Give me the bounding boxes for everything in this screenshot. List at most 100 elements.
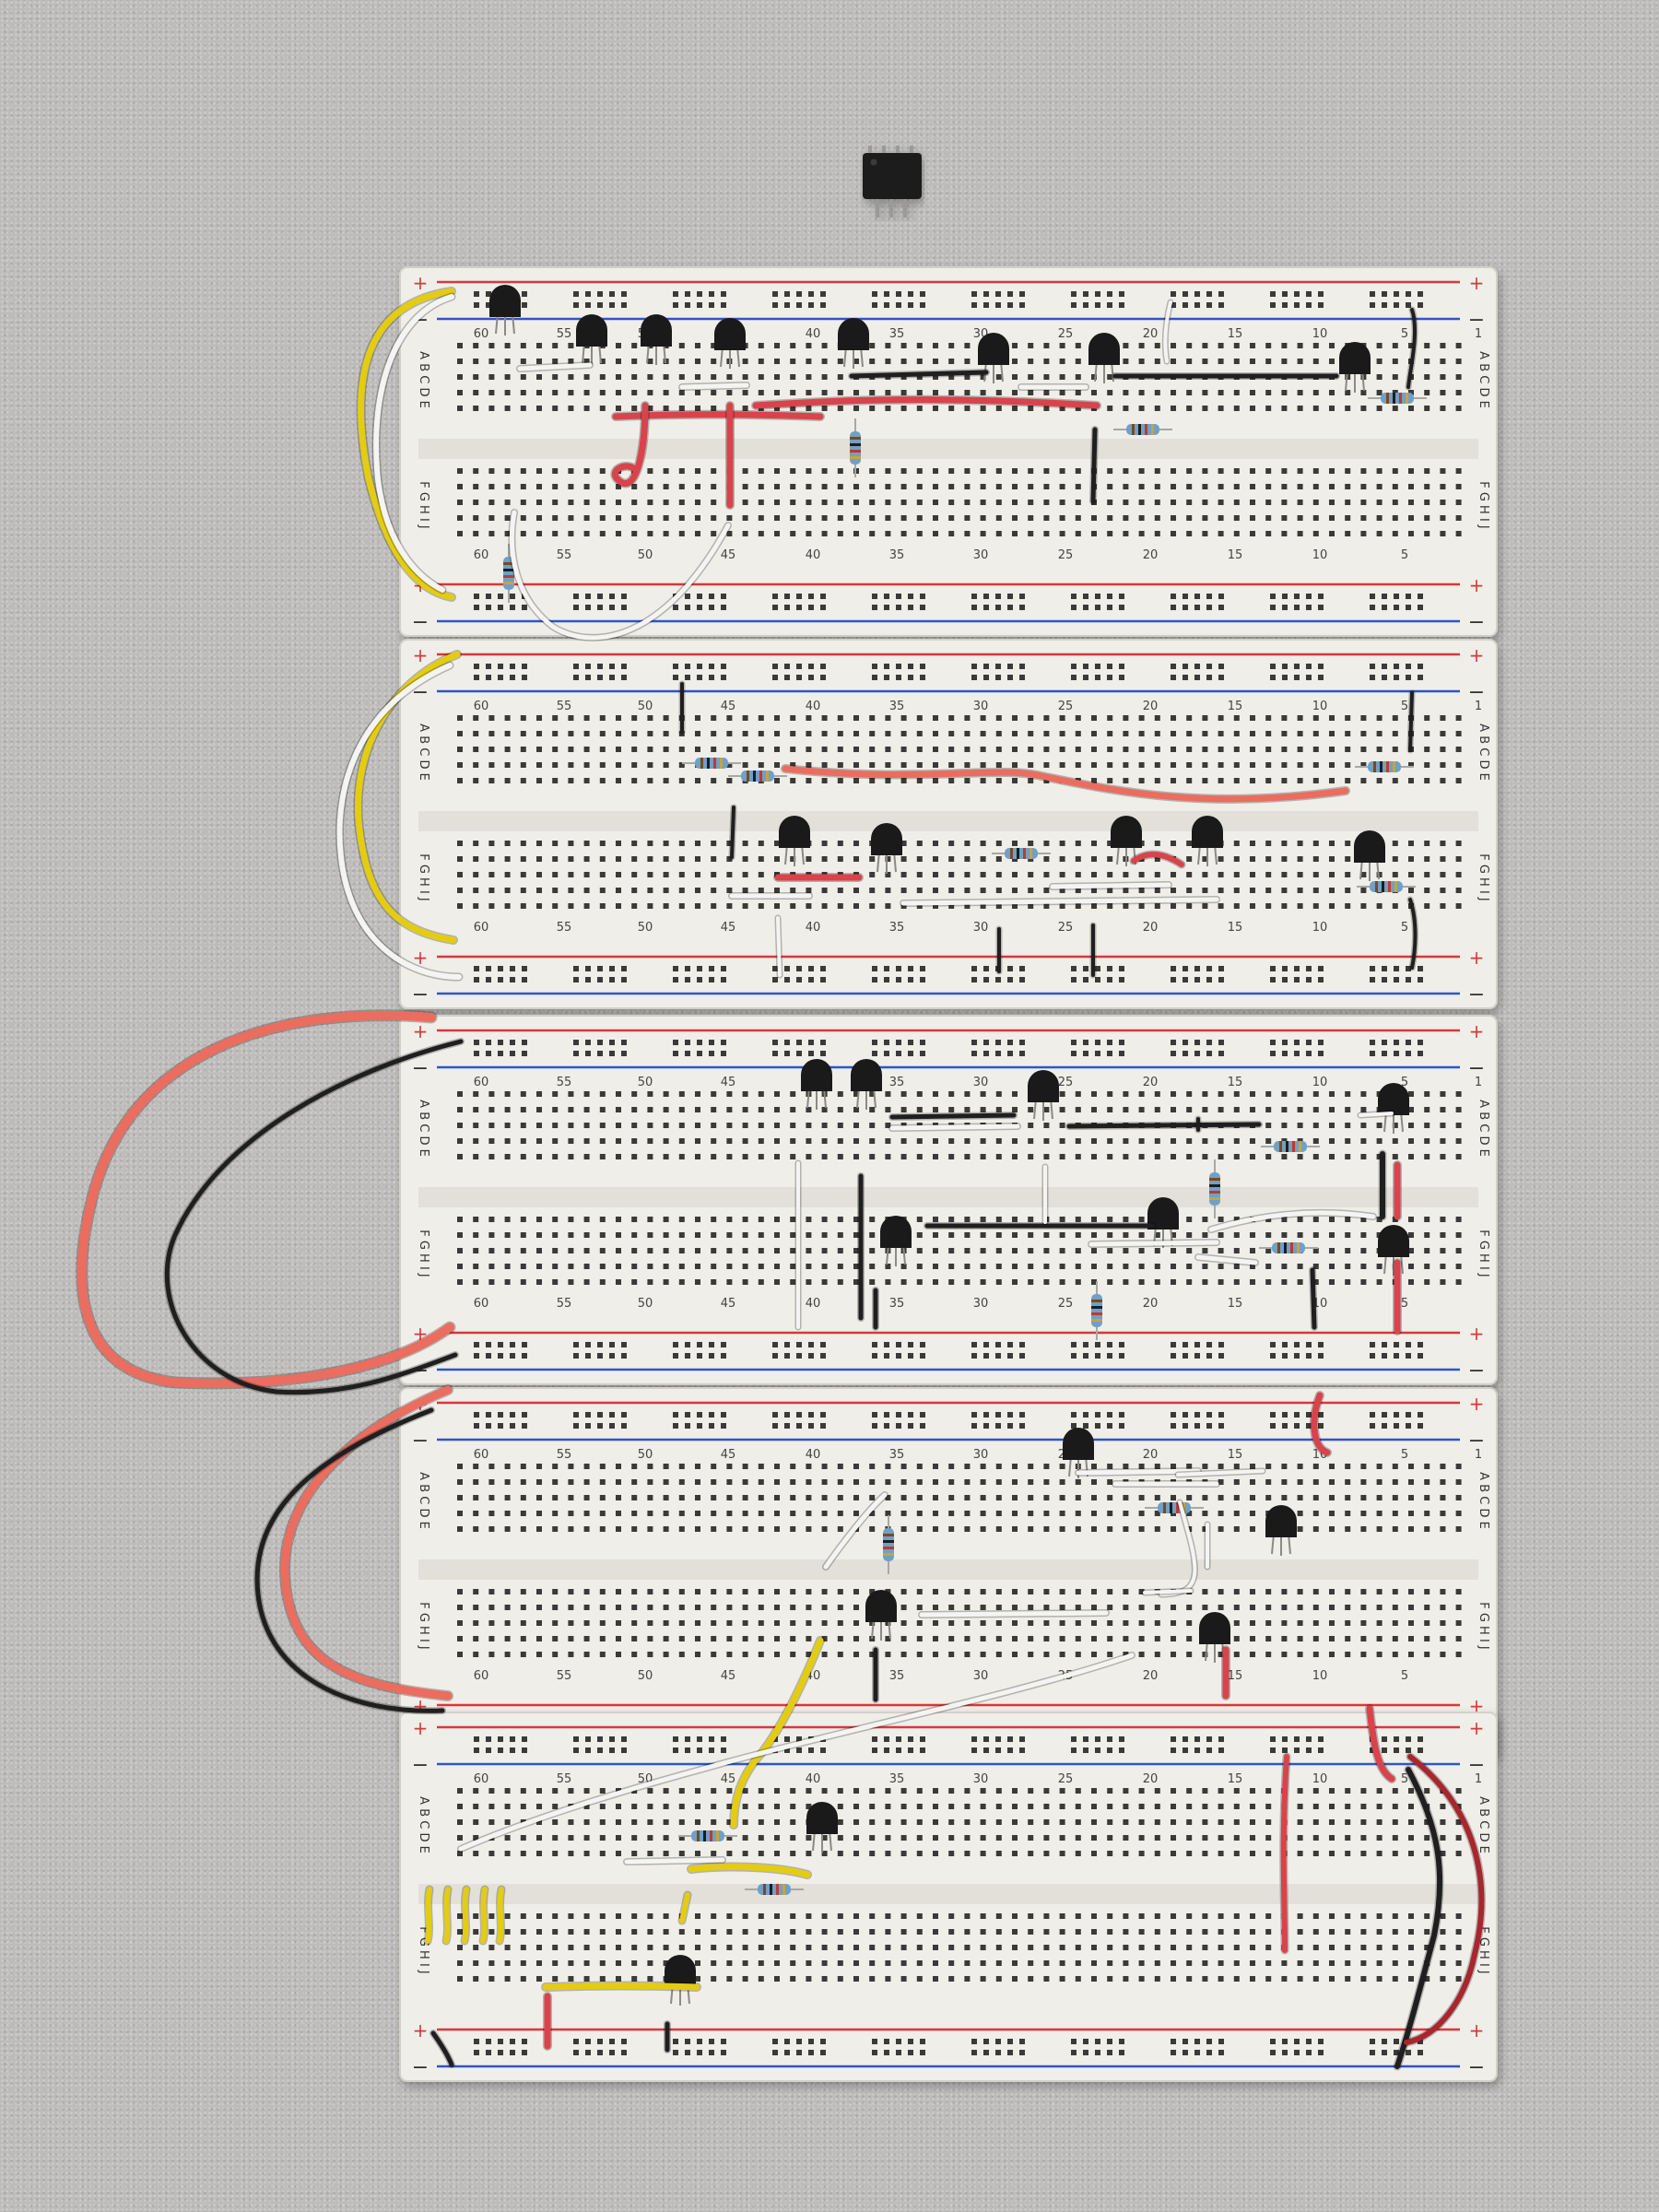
rail-minus-label: − bbox=[412, 2056, 429, 2079]
column-number: 15 bbox=[1228, 1297, 1243, 1311]
column-number: 10 bbox=[1312, 327, 1328, 341]
column-number: 5 bbox=[1401, 921, 1408, 935]
yellow-jumper-wire bbox=[679, 1892, 690, 1924]
rail-minus-label: − bbox=[1468, 309, 1485, 332]
red-jumper-wire bbox=[1404, 1754, 1485, 2045]
white-jumper-wire bbox=[889, 1124, 1020, 1131]
column-number: 10 bbox=[1312, 1076, 1328, 1089]
transistor-icon bbox=[1354, 830, 1385, 881]
column-number: 60 bbox=[474, 1448, 489, 1462]
column-number: 20 bbox=[1143, 1076, 1159, 1089]
column-number: 15 bbox=[1228, 1076, 1243, 1089]
yellow-jumper-wire bbox=[688, 1864, 811, 1878]
column-number: 5 bbox=[1401, 1297, 1408, 1311]
rail-minus-label: − bbox=[1468, 983, 1485, 1006]
rail-plus-label: + bbox=[1469, 272, 1485, 294]
black-power-lead bbox=[164, 1039, 464, 1395]
row-letters-abcde: A B C D E bbox=[417, 1796, 430, 1853]
row-letters-fghij: F G H I J bbox=[417, 1602, 430, 1650]
column-number: 50 bbox=[638, 1297, 653, 1311]
column-number: 25 bbox=[1058, 327, 1074, 341]
rail-plus-label: + bbox=[1469, 2019, 1485, 2041]
column-number: 45 bbox=[721, 1448, 736, 1462]
rail-holes bbox=[474, 2039, 1423, 2055]
column-number: 10 bbox=[1312, 1297, 1328, 1311]
column-number: 45 bbox=[721, 921, 736, 935]
rail-minus-label: − bbox=[412, 1430, 429, 1453]
row-letters-abcde: A B C D E bbox=[417, 1100, 430, 1157]
resistor-icon bbox=[1209, 1159, 1220, 1218]
rail-holes bbox=[474, 966, 1423, 982]
white-jumper-wire bbox=[1208, 1210, 1376, 1232]
column-number: 15 bbox=[1228, 1669, 1243, 1683]
black-jumper-wire bbox=[1310, 1267, 1317, 1330]
white-jumper-wire bbox=[1050, 882, 1171, 889]
red-jumper-wire bbox=[1131, 852, 1184, 867]
column-number: 5 bbox=[1401, 1448, 1408, 1462]
row-letters-abcde: A B C D E bbox=[1477, 1100, 1490, 1157]
column-number: 25 bbox=[1058, 921, 1074, 935]
column-number: 60 bbox=[474, 921, 489, 935]
column-number: 30 bbox=[973, 1297, 989, 1311]
column-number: 30 bbox=[973, 700, 989, 713]
black-jumper-wire bbox=[730, 806, 735, 859]
column-number: 30 bbox=[973, 921, 989, 935]
row-letters-fghij: F G H I J bbox=[1477, 481, 1490, 529]
row-letters-fghij: F G H I J bbox=[417, 481, 430, 529]
terminal-holes bbox=[457, 841, 1462, 909]
red-power-lead bbox=[76, 1010, 454, 1388]
column-number-one: 1 bbox=[1475, 1448, 1482, 1462]
column-number: 55 bbox=[557, 1669, 572, 1683]
column-number: 60 bbox=[474, 548, 489, 562]
white-jumper-wire bbox=[823, 1492, 888, 1570]
white-jumper-wire bbox=[1195, 1254, 1258, 1265]
transistor-icon bbox=[641, 314, 672, 365]
transistor-icon bbox=[1028, 1070, 1059, 1121]
row-letters-abcde: A B C D E bbox=[417, 351, 430, 408]
transistor-icon bbox=[838, 318, 869, 369]
resistor-icon bbox=[745, 1884, 804, 1895]
rail-plus-label: + bbox=[1469, 1393, 1485, 1415]
column-number: 5 bbox=[1401, 1772, 1408, 1786]
rail-minus-label: − bbox=[1468, 1430, 1485, 1453]
white-jumper-wire bbox=[1163, 300, 1172, 363]
transistor-icon bbox=[1192, 816, 1223, 866]
red-jumper-wire bbox=[1366, 1705, 1395, 1783]
column-number: 55 bbox=[557, 1297, 572, 1311]
red-power-lead bbox=[280, 1385, 453, 1700]
column-number: 35 bbox=[889, 921, 905, 935]
column-number: 40 bbox=[806, 327, 821, 341]
resistor-icon bbox=[992, 848, 1051, 859]
rail-holes bbox=[474, 291, 1423, 308]
resistor-icon bbox=[678, 1830, 737, 1841]
black-jumper-wire bbox=[1066, 1122, 1262, 1129]
black-jumper-wire bbox=[1406, 308, 1418, 389]
black-jumper-wire bbox=[849, 370, 989, 379]
resistor-icon bbox=[503, 544, 514, 603]
white-rail-jumper bbox=[336, 663, 462, 980]
row-letters-fghij: F G H I J bbox=[1477, 853, 1490, 901]
rail-minus-label: − bbox=[1468, 1057, 1485, 1080]
column-number: 45 bbox=[721, 1772, 736, 1786]
rail-plus-label: + bbox=[1469, 1323, 1485, 1345]
white-jumper-wire bbox=[517, 362, 593, 371]
column-number: 5 bbox=[1401, 548, 1408, 562]
yellow-jumper-wire bbox=[462, 1887, 469, 1944]
rail-holes bbox=[474, 664, 1423, 680]
column-number: 20 bbox=[1143, 1448, 1159, 1462]
white-jumper-wire bbox=[919, 1610, 1109, 1618]
red-jumper-wire bbox=[1311, 1392, 1331, 1456]
column-number: 45 bbox=[721, 700, 736, 713]
red-jumper-wire bbox=[612, 402, 649, 487]
column-number: 55 bbox=[557, 700, 572, 713]
terminal-holes bbox=[457, 468, 1462, 536]
column-number: 40 bbox=[806, 1297, 821, 1311]
black-jumper-wire bbox=[1408, 898, 1418, 970]
column-number: 15 bbox=[1228, 1448, 1243, 1462]
column-number: 15 bbox=[1228, 327, 1243, 341]
column-number: 35 bbox=[889, 1297, 905, 1311]
column-number: 20 bbox=[1143, 1669, 1159, 1683]
column-number: 10 bbox=[1312, 548, 1328, 562]
rail-minus-label: − bbox=[412, 983, 429, 1006]
